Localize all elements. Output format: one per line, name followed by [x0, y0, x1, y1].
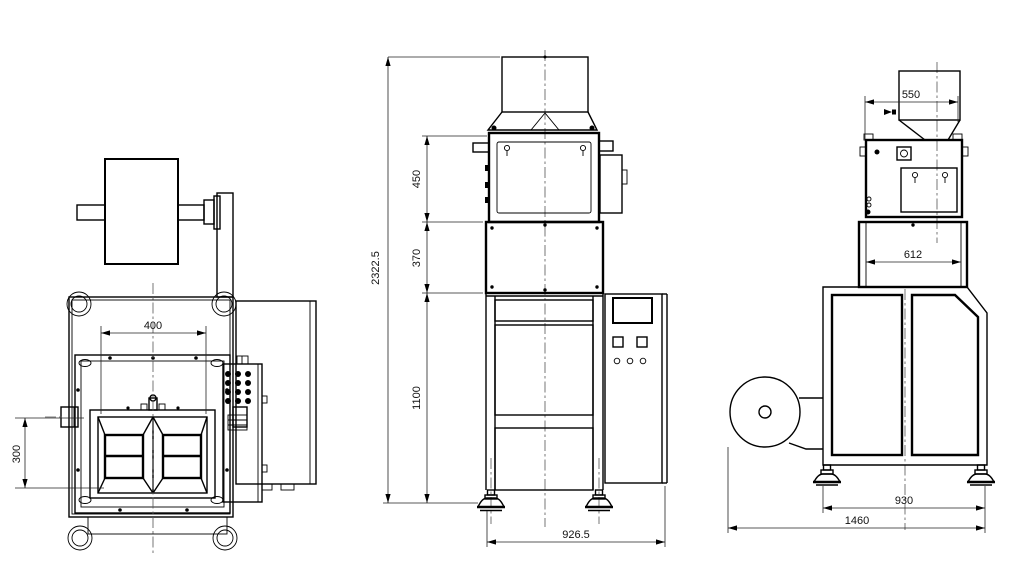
discharge-former-top [89, 394, 216, 499]
indicator-lamp [639, 357, 647, 365]
film-roll-side [729, 376, 823, 450]
hopper-side [884, 70, 961, 141]
control-cabinet-front [604, 293, 668, 484]
cabinet-side [822, 286, 988, 466]
dim-label-300: 300 [11, 445, 23, 463]
feet-side [812, 464, 996, 486]
hmi-screen [612, 297, 653, 324]
top-view-centerlines [45, 283, 154, 556]
top-view: 400 300 [11, 158, 317, 556]
dim-side-base-width: 930 [822, 486, 986, 513]
frame-front [485, 293, 604, 491]
side-view-centerlines [904, 62, 938, 530]
dim-label-550: 550 [902, 89, 920, 101]
side-cabinet-top [235, 300, 317, 491]
panel-button [636, 336, 648, 348]
dim-label-370: 370 [411, 249, 423, 267]
dim-label-2322-5: 2322.5 [370, 251, 382, 285]
dim-label-450: 450 [411, 170, 423, 188]
dim-front-base-width: 926.5 [486, 486, 666, 547]
dim-label-926-5: 926.5 [562, 529, 590, 541]
panel-button [612, 336, 624, 348]
dim-mid-body-width: 612 [866, 249, 961, 265]
dim-label-1460: 1460 [845, 515, 869, 527]
weigher-side [859, 133, 969, 219]
right-door-panel [910, 293, 980, 457]
dim-overall-height: 2322.5 [370, 56, 500, 504]
dim-label-930: 930 [895, 495, 913, 507]
dim-mid-height: 370 [411, 222, 483, 294]
dim-former-width: 400 [100, 320, 207, 414]
indicator-lamp [613, 357, 621, 365]
weigher-front [472, 131, 628, 224]
left-door-panel [830, 293, 904, 457]
hopper-front [486, 55, 599, 131]
machine-body-top [60, 291, 248, 551]
indicator-lamp [626, 357, 634, 365]
dim-hopper-width: 550 [864, 89, 959, 139]
dim-label-400: 400 [144, 320, 162, 332]
dim-weigher-height: 450 [411, 135, 487, 223]
front-view: 2322.5 450 370 1100 [370, 50, 668, 547]
dim-label-1100: 1100 [411, 386, 423, 410]
feet-front [476, 489, 614, 512]
side-view: 550 612 930 1460 [727, 62, 996, 533]
dim-frame-height: 1100 [411, 293, 430, 503]
dim-label-612: 612 [904, 249, 922, 261]
film-roll-top [76, 158, 234, 298]
dim-former-depth: 300 [11, 417, 104, 489]
dim-overall-depth: 1460 [727, 447, 986, 533]
mid-box-front [484, 220, 605, 295]
